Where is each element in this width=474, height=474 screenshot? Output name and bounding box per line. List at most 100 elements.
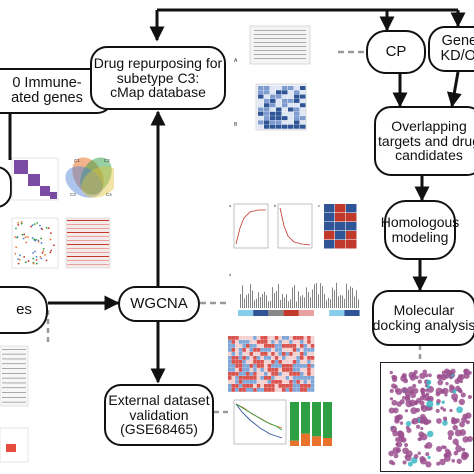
expression-cell (242, 356, 246, 360)
expression-cell (296, 388, 300, 392)
expression-cell (238, 368, 243, 372)
expression-cell (242, 376, 246, 380)
expression-cell (310, 372, 315, 376)
expression-cell (278, 376, 282, 380)
expression-cell (249, 388, 254, 392)
module-trait-cell (324, 231, 335, 240)
dendrogram-branch (288, 301, 289, 308)
expression-cell (274, 372, 279, 376)
protein-atom (402, 374, 406, 378)
expression-cell (271, 364, 275, 368)
protein-atom (465, 412, 472, 419)
dendrogram-branch (300, 296, 301, 308)
genes-line1: Genes (441, 32, 474, 49)
protein-atom (448, 384, 454, 390)
expression-cell (278, 348, 282, 352)
protein-atom (426, 400, 434, 408)
expression-cell (289, 368, 293, 372)
module-trait-cell (346, 213, 357, 222)
expression-cell (231, 356, 236, 360)
module-trait-cell (346, 231, 357, 240)
expression-cell (271, 384, 275, 388)
expression-cell (260, 348, 264, 352)
expression-cell (289, 352, 293, 356)
drug-repurposing-line1: Drug repurposing for (93, 54, 223, 71)
pca-point (15, 246, 18, 249)
expression-cell (292, 352, 297, 356)
cmap-heatmap-cell (300, 107, 306, 112)
protein-atom (426, 384, 431, 389)
protein-atom (389, 370, 393, 375)
cmap-heatmap-cell (282, 107, 288, 112)
cmap-table-row (254, 34, 306, 35)
stacked-bar-orange (301, 433, 310, 446)
protein-atom (454, 429, 462, 437)
expression-cell (256, 388, 261, 392)
dendrogram-branch (272, 287, 273, 308)
expression-cell (260, 364, 264, 368)
expression-cell (296, 348, 300, 352)
left-table-row (2, 349, 26, 350)
expression-cell (282, 344, 286, 348)
protein-surface (388, 368, 473, 468)
gene-dendrogram (240, 282, 359, 308)
expression-cell (271, 340, 275, 344)
protein-atom (406, 427, 412, 434)
venn-label-c2: C2 (104, 158, 110, 163)
pca-point (41, 228, 43, 230)
pca-point (33, 223, 36, 226)
expression-cell (300, 364, 304, 368)
consensus-block (14, 160, 28, 174)
expression-cell (253, 340, 257, 344)
expression-cell (249, 364, 254, 368)
pca-point (22, 237, 25, 240)
expression-cell (253, 348, 257, 352)
protein-atom (445, 381, 449, 386)
protein-atom (420, 426, 424, 431)
pca-scatter-points (14, 221, 55, 265)
expression-cell (264, 340, 268, 344)
expression-cell (274, 352, 279, 356)
protein-atom (459, 421, 465, 428)
pca-point (19, 254, 21, 257)
cmap-heatmap-cell (258, 86, 264, 90)
expression-cell (249, 384, 254, 388)
expression-cell (267, 384, 272, 388)
expression-cell (238, 380, 243, 384)
protein-atom (443, 374, 447, 378)
dendrogram-branch (258, 292, 259, 308)
correlation-heatmap-cells (67, 220, 109, 265)
protein-atom (453, 397, 458, 403)
module-color-segment (253, 310, 269, 316)
cmap-heatmap-cell (276, 124, 282, 129)
expression-cell (260, 368, 264, 372)
pca-point (17, 262, 20, 265)
cmap-heatmap-cell (300, 86, 306, 90)
expression-cell (260, 380, 264, 384)
pca-point (24, 261, 27, 264)
expression-cell (264, 364, 268, 368)
expression-cell (296, 360, 300, 364)
pca-point (50, 249, 53, 252)
pca-point (31, 236, 34, 239)
protein-atom (401, 387, 408, 394)
expression-cell (289, 340, 293, 344)
expression-cell (285, 368, 290, 372)
protein-atom (444, 368, 450, 375)
pca-point (27, 236, 29, 238)
expression-cell (274, 344, 279, 348)
overlapping-line3: candidates (395, 147, 463, 164)
expression-cell (235, 368, 239, 372)
dendrogram-branch (248, 293, 249, 308)
module-color-segment (268, 310, 284, 316)
protein-atom (394, 388, 399, 393)
cmap-heatmap-cell (276, 107, 282, 112)
module-color-segment (329, 310, 345, 316)
expression-cell (310, 352, 315, 356)
expression-cell (238, 376, 243, 380)
cmap-heatmap-cell (258, 103, 264, 108)
protein-atom (402, 447, 409, 455)
expression-cell (246, 372, 250, 376)
protein-atom (409, 374, 416, 381)
expression-cell (228, 344, 232, 348)
